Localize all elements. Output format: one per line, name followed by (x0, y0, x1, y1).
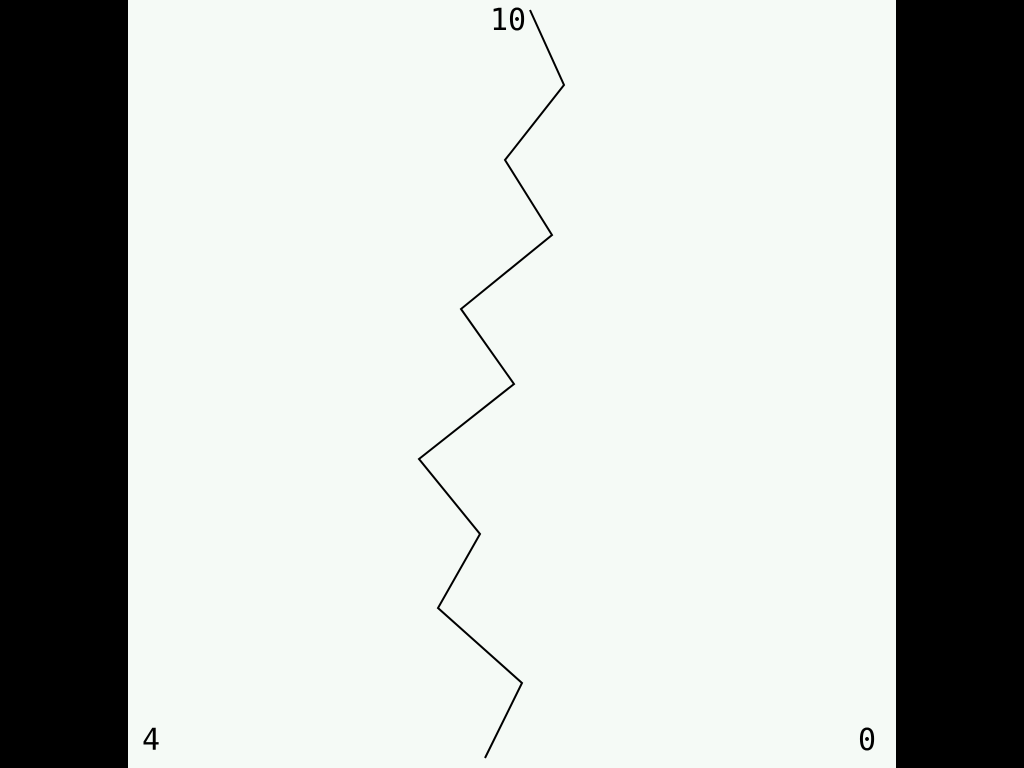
bottom-left-counter: 4 (142, 723, 161, 758)
playfield[interactable]: 10 4 0 (128, 0, 896, 768)
zigzag-path (417, 9, 566, 759)
top-counter: 10 (490, 3, 527, 38)
zigzag-track-icon (417, 9, 566, 759)
bottom-right-counter: 0 (858, 723, 877, 758)
